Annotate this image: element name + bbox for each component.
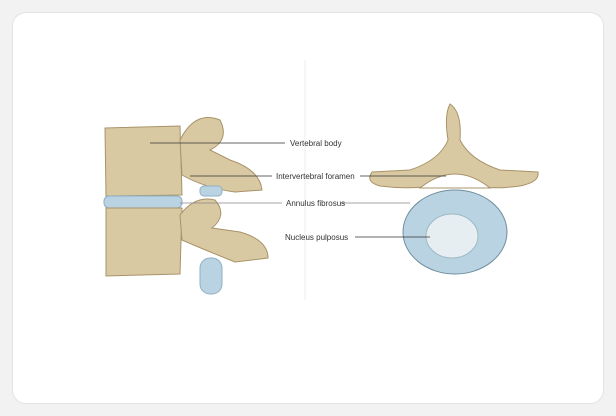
label-annulus-fibrosus: Annulus fibrosus [286, 199, 345, 208]
upper-posterior-elements [179, 117, 263, 193]
intervertebral-disc [103, 195, 183, 209]
upper-vertebral-body [104, 125, 183, 197]
label-nucleus-pulposus: Nucleus pulposus [285, 233, 348, 242]
lateral-vertebrae [103, 117, 269, 295]
lower-posterior-elements [179, 198, 269, 263]
lower-vertebral-body [105, 207, 183, 277]
axial-vertebra [369, 103, 539, 275]
nucleus-pulposus-shape [425, 213, 479, 259]
label-intervertebral-foramen: Intervertebral foramen [276, 172, 355, 181]
label-vertebral-body: Vertebral body [290, 139, 342, 148]
